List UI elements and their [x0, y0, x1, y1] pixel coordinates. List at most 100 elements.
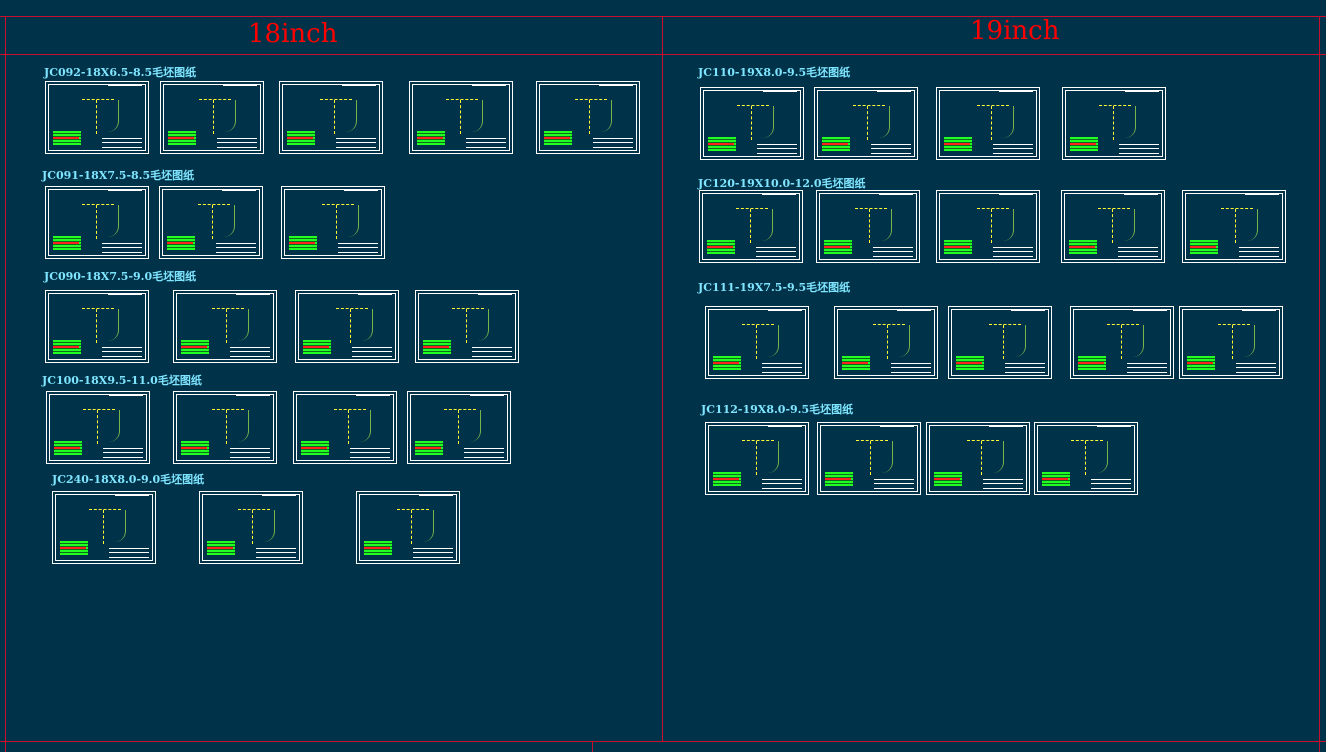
- profile-flange-line: [89, 509, 121, 510]
- profile-axis-line: [756, 325, 757, 359]
- profile-axis-line: [226, 309, 227, 343]
- title-block-top: [1245, 193, 1279, 195]
- title-block: [102, 243, 142, 253]
- drawing-sheet-thumbnail[interactable]: [948, 306, 1052, 379]
- drawing-sheet-thumbnail[interactable]: [407, 391, 511, 464]
- drawing-sheet-thumbnail[interactable]: [705, 422, 809, 495]
- drawing-sheet-thumbnail[interactable]: [705, 306, 809, 379]
- rim-profile-curve: [768, 441, 779, 473]
- drawing-sheet-thumbnail[interactable]: [1061, 190, 1165, 263]
- profile-flange-line: [977, 208, 1009, 209]
- spec-notes-highlight: [544, 137, 570, 139]
- spec-notes-highlight: [1078, 362, 1104, 364]
- drawing-sheet-thumbnail[interactable]: [1179, 306, 1283, 379]
- title-block-top: [236, 293, 270, 295]
- drawing-sheet-thumbnail[interactable]: [814, 87, 918, 160]
- rim-profile-curve: [423, 510, 434, 542]
- title-block: [413, 548, 453, 558]
- drawing-sheet-thumbnail[interactable]: [279, 81, 383, 154]
- drawing-sheet-thumbnail[interactable]: [295, 290, 399, 363]
- rim-profile-curve: [109, 410, 120, 442]
- title-block-top: [877, 90, 911, 92]
- drawing-sheet-thumbnail[interactable]: [926, 422, 1030, 495]
- drawing-sheet-thumbnail[interactable]: [46, 391, 150, 464]
- drawing-sheet-thumbnail[interactable]: [1182, 190, 1286, 263]
- rim-profile-curve: [470, 410, 481, 442]
- drawing-sheet-thumbnail[interactable]: [52, 491, 156, 564]
- title-block: [466, 138, 506, 148]
- drawing-sheet-thumbnail[interactable]: [45, 186, 149, 259]
- frame-header-divider: [0, 54, 1326, 55]
- drawing-sheet-thumbnail[interactable]: [936, 87, 1040, 160]
- drawing-sheet-thumbnail[interactable]: [173, 391, 277, 464]
- sheet-inner-border: [48, 293, 146, 360]
- rim-profile-curve: [108, 100, 119, 132]
- drawing-sheet-thumbnail[interactable]: [1034, 422, 1138, 495]
- spec-notes-highlight: [1187, 362, 1213, 364]
- drawing-sheet-thumbnail[interactable]: [356, 491, 460, 564]
- sheet-inner-border: [837, 309, 935, 376]
- drawing-sheet-thumbnail[interactable]: [699, 190, 803, 263]
- spec-notes-highlight: [825, 478, 851, 480]
- drawing-sheet-thumbnail[interactable]: [409, 81, 513, 154]
- title-block-top: [1124, 193, 1158, 195]
- drawing-sheet-thumbnail[interactable]: [159, 186, 263, 259]
- title-block-top: [999, 90, 1033, 92]
- sheet-inner-border: [702, 193, 800, 260]
- profile-axis-line: [756, 441, 757, 475]
- drawing-sheet-thumbnail[interactable]: [293, 391, 397, 464]
- drawing-group-label: JC111-19X7.5-9.5毛坯图纸: [698, 281, 851, 294]
- profile-flange-line: [873, 324, 905, 325]
- sheet-inner-border: [1037, 425, 1135, 492]
- profile-flange-line: [397, 509, 429, 510]
- title-block-top: [897, 309, 931, 311]
- drawing-sheet-thumbnail[interactable]: [700, 87, 804, 160]
- drawing-sheet-thumbnail[interactable]: [45, 290, 149, 363]
- drawing-sheet-thumbnail[interactable]: [415, 290, 519, 363]
- rim-profile-curve: [264, 510, 275, 542]
- sheet-inner-border: [939, 90, 1037, 157]
- drawing-sheet-thumbnail[interactable]: [1070, 306, 1174, 379]
- drawing-sheet-thumbnail[interactable]: [173, 290, 277, 363]
- spec-notes-highlight: [60, 547, 86, 549]
- drawing-sheet-thumbnail[interactable]: [281, 186, 385, 259]
- rim-profile-curve: [1133, 325, 1144, 357]
- frame-top-border: [0, 16, 1326, 17]
- drawing-sheet-thumbnail[interactable]: [536, 81, 640, 154]
- sheet-inner-border: [939, 193, 1037, 260]
- drawing-sheet-thumbnail[interactable]: [1062, 87, 1166, 160]
- rim-profile-curve: [1247, 209, 1258, 241]
- sheet-inner-border: [819, 193, 917, 260]
- profile-flange-line: [82, 99, 114, 100]
- profile-axis-line: [103, 510, 104, 544]
- drawing-sheet-thumbnail[interactable]: [45, 81, 149, 154]
- sheet-inner-border: [1064, 193, 1162, 260]
- drawing-sheet-thumbnail[interactable]: [199, 491, 303, 564]
- spec-notes-highlight: [708, 143, 734, 145]
- profile-axis-line: [96, 309, 97, 343]
- spec-notes-highlight: [1042, 478, 1068, 480]
- profile-axis-line: [1003, 325, 1004, 359]
- title-block-top: [236, 394, 270, 396]
- title-block: [1239, 247, 1279, 257]
- title-block-top: [1242, 309, 1276, 311]
- title-block-top: [356, 394, 390, 396]
- sheet-inner-border: [708, 309, 806, 376]
- title-block-top: [223, 84, 257, 86]
- drawing-sheet-thumbnail[interactable]: [834, 306, 938, 379]
- spec-notes-highlight: [944, 246, 970, 248]
- drawing-sheet-thumbnail[interactable]: [936, 190, 1040, 263]
- spec-notes-highlight: [303, 346, 329, 348]
- profile-flange-line: [82, 204, 114, 205]
- profile-axis-line: [867, 106, 868, 140]
- title-block: [472, 347, 512, 357]
- spec-notes-highlight: [824, 246, 850, 248]
- spec-notes-highlight: [53, 242, 79, 244]
- drawing-sheet-thumbnail[interactable]: [160, 81, 264, 154]
- profile-axis-line: [751, 106, 752, 140]
- title-block-top: [1133, 309, 1167, 311]
- drawing-sheet-thumbnail[interactable]: [817, 422, 921, 495]
- drawing-sheet-thumbnail[interactable]: [816, 190, 920, 263]
- title-block-top: [768, 425, 802, 427]
